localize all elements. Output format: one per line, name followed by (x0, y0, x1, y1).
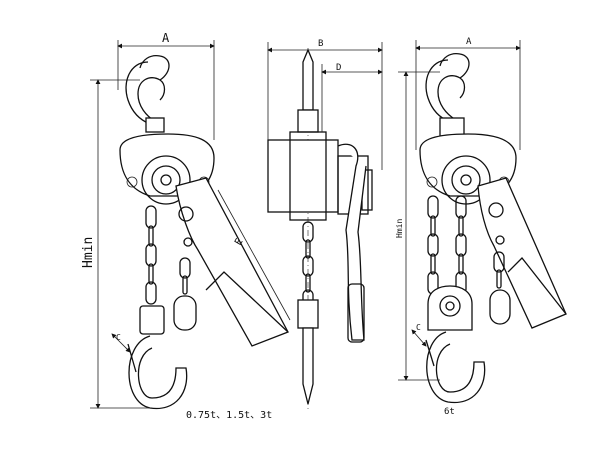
hmin-label-right: Hmin (395, 219, 404, 238)
hmin-label-left: Hmin (81, 237, 96, 268)
caption-6t: 6t (444, 407, 455, 417)
dim-c-label-left: C (116, 333, 121, 342)
front-view-6t (419, 52, 567, 404)
dim-b-label: B (318, 39, 323, 49)
hand-chain-6t (489, 251, 511, 325)
dim-a-label-right: A (466, 37, 472, 47)
dim-d-label: D (336, 63, 341, 73)
load-chain-left (145, 205, 157, 305)
dim-c-label-right: C (416, 323, 421, 332)
middle-dimensions (267, 42, 383, 170)
front-view-small-capacity (119, 54, 289, 410)
load-chains-6t (427, 195, 467, 295)
left-dimensions (90, 40, 291, 409)
hand-chain-left (173, 257, 197, 331)
dim-e-label: E (233, 237, 246, 248)
caption-small-capacity: 0.75t、1.5t、3t (186, 410, 272, 421)
dim-a-label-left: A (162, 31, 170, 45)
right-dimensions (398, 40, 521, 381)
side-view (267, 48, 373, 410)
